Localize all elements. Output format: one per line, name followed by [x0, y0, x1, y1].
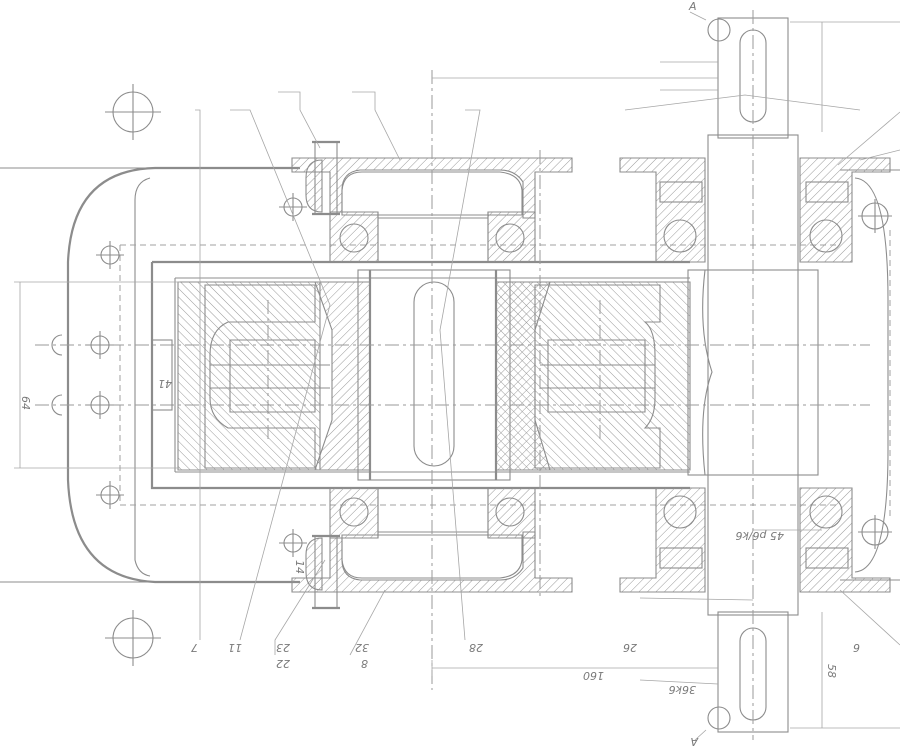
part-label-6: 6 [853, 641, 860, 654]
part-label-14: 14 [293, 560, 306, 574]
section-circle-bottom [707, 706, 731, 730]
section-label-bottom: A [690, 735, 699, 748]
crosshair-icon [105, 610, 161, 666]
bearing-ball-icon [339, 223, 369, 253]
bearing-ball-icon [339, 497, 369, 527]
shaft-key-slot [413, 281, 455, 467]
part-label-32: 32 [355, 641, 369, 654]
gear-left [177, 281, 371, 471]
right-bearing-top [619, 157, 891, 263]
section-label-top: A [688, 0, 697, 13]
crosshair-icon [279, 193, 307, 221]
right-bearing-bottom [619, 487, 891, 593]
dimension-lines [14, 21, 900, 729]
middle-shaft [357, 269, 511, 481]
part-label-11: 11 [228, 641, 242, 654]
bearing-ball-icon [809, 219, 843, 253]
mounting-holes [51, 18, 892, 730]
section-circle-top [707, 18, 731, 42]
leader-lines [195, 11, 900, 741]
bearing-ball-icon [495, 497, 525, 527]
bearing-ball-icon [663, 495, 697, 529]
gear-right [495, 281, 691, 471]
part-label-23: 23 [276, 641, 290, 654]
crosshair-icon [86, 331, 114, 359]
crosshair-icon [279, 529, 307, 557]
part-label-8: 8 [361, 657, 368, 670]
drawing-labels: A A 7 11 23 22 32 8 28 26 6 41 14 64 160… [19, 0, 860, 748]
crosshair-icon [858, 199, 892, 233]
crosshair-icon [96, 481, 124, 509]
right-shaft [687, 17, 819, 733]
crosshair-icon [858, 515, 892, 549]
part-label-26: 26 [623, 641, 637, 654]
crosshair-icon [105, 84, 161, 140]
fit-45p6k6: 45 p6/k6 [735, 529, 784, 542]
bearing-ball-icon [495, 223, 525, 253]
bearing-ball-icon [663, 219, 697, 253]
housing-outline [0, 166, 900, 584]
centerlines [35, 10, 870, 740]
dimension-160: 160 [583, 669, 604, 682]
dimension-64: 64 [19, 396, 32, 410]
bolt-bottom [305, 534, 340, 610]
crosshair-icon [96, 241, 124, 269]
part-label-28: 28 [469, 641, 483, 654]
fit-36k6: 36k6 [669, 683, 696, 696]
part-label-22: 22 [276, 657, 290, 670]
bearing-ball-icon [809, 495, 843, 529]
dimension-58: 58 [825, 664, 838, 678]
part-label-41: 41 [158, 377, 172, 390]
part-label-7: 7 [191, 641, 198, 654]
crosshair-icon [86, 391, 114, 419]
